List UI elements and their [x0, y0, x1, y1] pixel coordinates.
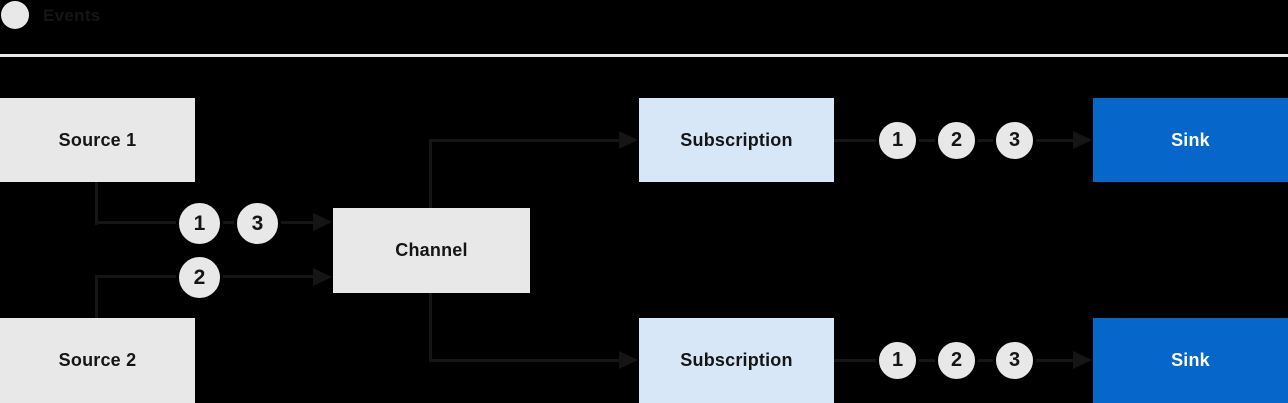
edge-channel-to-subscription-bottom — [429, 359, 619, 362]
arrowhead-into-channel-bottom-icon — [313, 268, 332, 286]
event-circle-3: 3 — [993, 339, 1036, 382]
event-circle-2: 2 — [935, 339, 978, 382]
arrowhead-into-subscription-top-icon — [619, 131, 638, 149]
edge-channel-to-subscription-top — [429, 139, 619, 142]
event-circle-1: 1 — [876, 339, 919, 382]
edge-channel-up-vertical — [429, 139, 432, 208]
node-source-1: Source 1 — [0, 98, 195, 182]
event-circle-2: 2 — [176, 254, 223, 301]
node-channel: Channel — [333, 208, 530, 293]
arrowhead-into-channel-top-icon — [313, 213, 332, 231]
divider-line — [0, 54, 1288, 57]
arrowhead-into-sink-bottom-icon — [1073, 351, 1092, 369]
node-subscription-top: Subscription — [639, 98, 834, 182]
arrowhead-into-subscription-bottom-icon — [619, 351, 638, 369]
event-circle-3: 3 — [234, 200, 281, 247]
edge-channel-down-vertical — [429, 293, 432, 362]
event-circle-3: 3 — [993, 119, 1036, 162]
arrowhead-into-sink-top-icon — [1073, 131, 1092, 149]
event-circle-1: 1 — [176, 200, 223, 247]
event-circle-1: 1 — [876, 119, 919, 162]
node-sink-bottom: Sink — [1093, 318, 1288, 403]
node-sink-top: Sink — [1093, 98, 1288, 182]
node-source-2: Source 2 — [0, 318, 195, 403]
edge-source2-vertical — [95, 277, 98, 318]
edge-source1-vertical — [95, 182, 98, 225]
legend-label: Events — [43, 6, 101, 25]
event-legend-icon — [1, 1, 29, 29]
node-subscription-bottom: Subscription — [639, 318, 834, 403]
event-circle-2: 2 — [935, 119, 978, 162]
